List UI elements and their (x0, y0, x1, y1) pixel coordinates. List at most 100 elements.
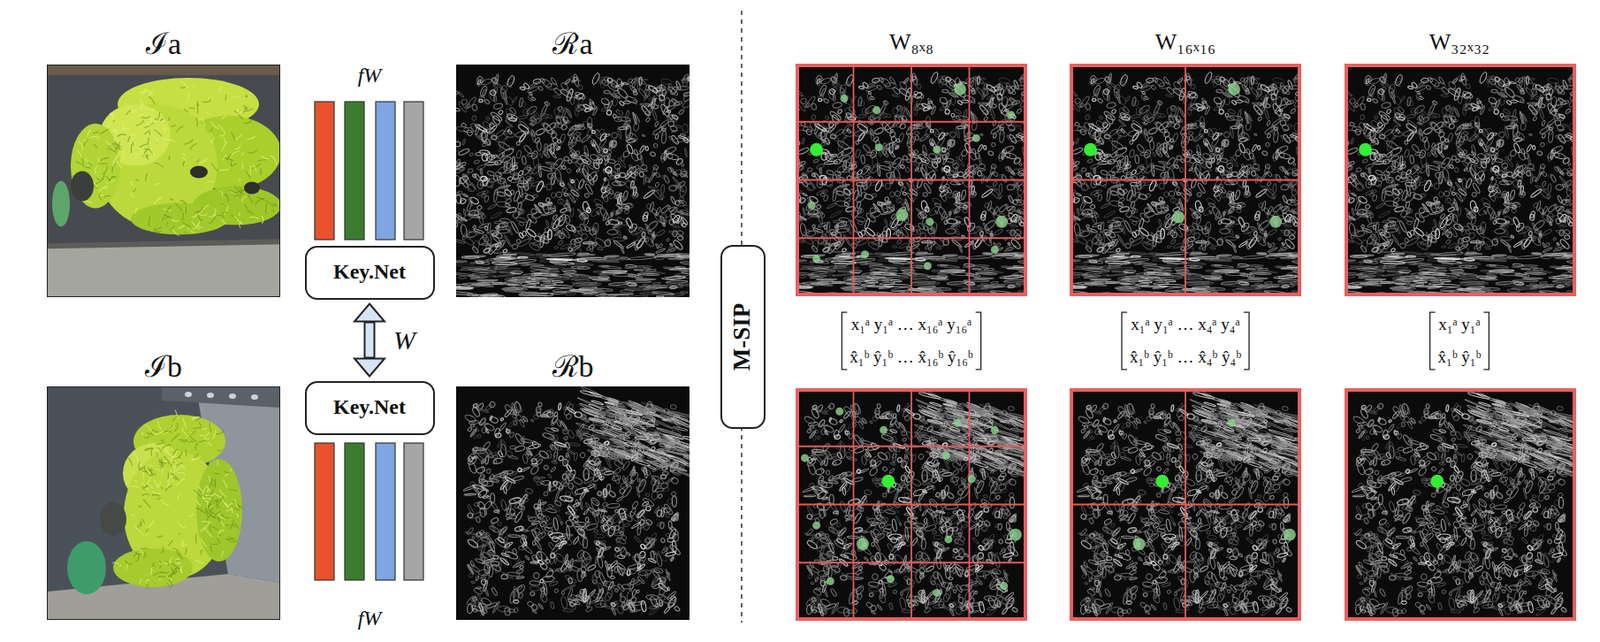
graffiti-strand (186, 92, 190, 103)
keypoint-dot (1283, 528, 1296, 541)
graffiti-strand (192, 427, 203, 429)
graffiti-strand (144, 425, 154, 435)
keypoint-dot (1358, 143, 1372, 157)
graffiti-strand (106, 176, 111, 183)
graffiti-strand (173, 449, 178, 455)
graffiti-strand (210, 128, 213, 132)
graffiti-strand (139, 144, 148, 148)
grid-line (795, 503, 1028, 506)
graffiti-strand (207, 489, 210, 493)
network-layer (375, 101, 396, 240)
keypoint-dot (932, 588, 941, 597)
graffiti-strand (196, 508, 206, 514)
response-texture (1335, 71, 1587, 298)
graffiti-strand (140, 102, 143, 110)
graffiti-strand (180, 565, 182, 572)
graffiti-strand (160, 439, 164, 442)
keypoint-dot (886, 574, 895, 583)
graffiti-strand (85, 158, 92, 162)
graffiti-strand (128, 457, 132, 466)
graffiti-strand (132, 141, 135, 146)
graffiti-detail (99, 502, 127, 536)
graffiti-strand (170, 459, 176, 470)
keypoint-dot (972, 134, 981, 143)
graffiti-strand (157, 447, 161, 452)
graffiti-strand (160, 498, 169, 505)
graffiti-strand (140, 89, 145, 97)
graffiti-strand (252, 165, 257, 172)
keypoint-dot (1269, 215, 1282, 229)
graffiti-strand (93, 144, 98, 148)
keypoint-dot (1006, 110, 1015, 119)
window-panel (1344, 388, 1585, 621)
graffiti-strand (148, 520, 155, 528)
graffiti-strand (182, 541, 187, 545)
graffiti-strand (259, 167, 262, 175)
image-title: ℐb (144, 349, 183, 384)
graffiti-strand (182, 212, 184, 221)
matrix-bracket (841, 312, 981, 370)
graffiti-strand (220, 203, 227, 206)
graffiti-strand (153, 572, 162, 576)
graffiti-strand (241, 162, 243, 169)
graffiti-strand (172, 459, 176, 464)
graffiti-strand (144, 448, 153, 450)
graffiti-strand (137, 457, 144, 467)
box-label: Key.Net (333, 259, 406, 285)
graffiti-strand (224, 468, 231, 476)
panel-border (1346, 389, 1575, 619)
graffiti-strand (211, 162, 219, 172)
graffiti-strand (166, 139, 176, 143)
graffiti-strand (201, 520, 210, 522)
graffiti-strand (202, 117, 205, 127)
graffiti-strand (167, 582, 173, 587)
graffiti-strand (95, 166, 99, 174)
graffiti-strand (157, 535, 163, 538)
graffiti-strand (191, 417, 199, 421)
graffiti-strand (153, 182, 160, 185)
graffiti-strand (221, 219, 228, 225)
response-texture (786, 71, 1038, 298)
graffiti-strand (117, 134, 127, 138)
keypoint-dot (932, 145, 941, 154)
keypoint-dot (1009, 528, 1022, 541)
graffiti-strand (219, 516, 227, 519)
graffiti-strand (215, 429, 224, 435)
arrow-head (354, 304, 385, 322)
graffiti-strand (159, 560, 161, 568)
network-label: fW (358, 63, 382, 89)
graffiti-strand (141, 432, 144, 435)
graffiti-strand (261, 215, 264, 224)
coordinate-row: x₁ᵃ y₁ᵃ (1438, 314, 1480, 335)
graffiti-strand (76, 150, 82, 158)
graffiti-strand (163, 214, 165, 217)
response-texture (1076, 388, 1310, 618)
graffiti-strand (175, 451, 183, 459)
graffiti-strand (182, 222, 191, 228)
graffiti-strand (122, 151, 124, 160)
graffiti-strand (209, 422, 212, 432)
graffiti-strand (132, 472, 137, 474)
graffiti-strand (195, 533, 198, 544)
graffiti-strand (182, 153, 186, 156)
graffiti-strand (210, 121, 219, 129)
graffiti-strand (153, 197, 162, 204)
graffiti-strand (177, 520, 187, 528)
graffiti-strand (130, 181, 134, 185)
graffiti-strand (165, 561, 169, 565)
graffiti-strand (141, 518, 145, 524)
graffiti-blob (70, 123, 121, 209)
graffiti-strand (155, 481, 161, 487)
graffiti-strand (76, 161, 82, 165)
graffiti-strand (164, 450, 174, 458)
graffiti-strand (266, 203, 267, 209)
coordinate-row: x₁ᵃ y₁ᵃ … x₄ᵃ y₄ᵃ (1130, 314, 1240, 335)
graffiti-strand (200, 549, 204, 555)
graffiti-strand (159, 563, 162, 565)
graffiti-detail (190, 166, 208, 179)
graffiti-strand (131, 108, 140, 113)
graffiti-strand (134, 525, 144, 536)
graffiti-strand (145, 173, 148, 182)
graffiti-strand (83, 138, 92, 147)
graffiti-strand (217, 449, 221, 452)
